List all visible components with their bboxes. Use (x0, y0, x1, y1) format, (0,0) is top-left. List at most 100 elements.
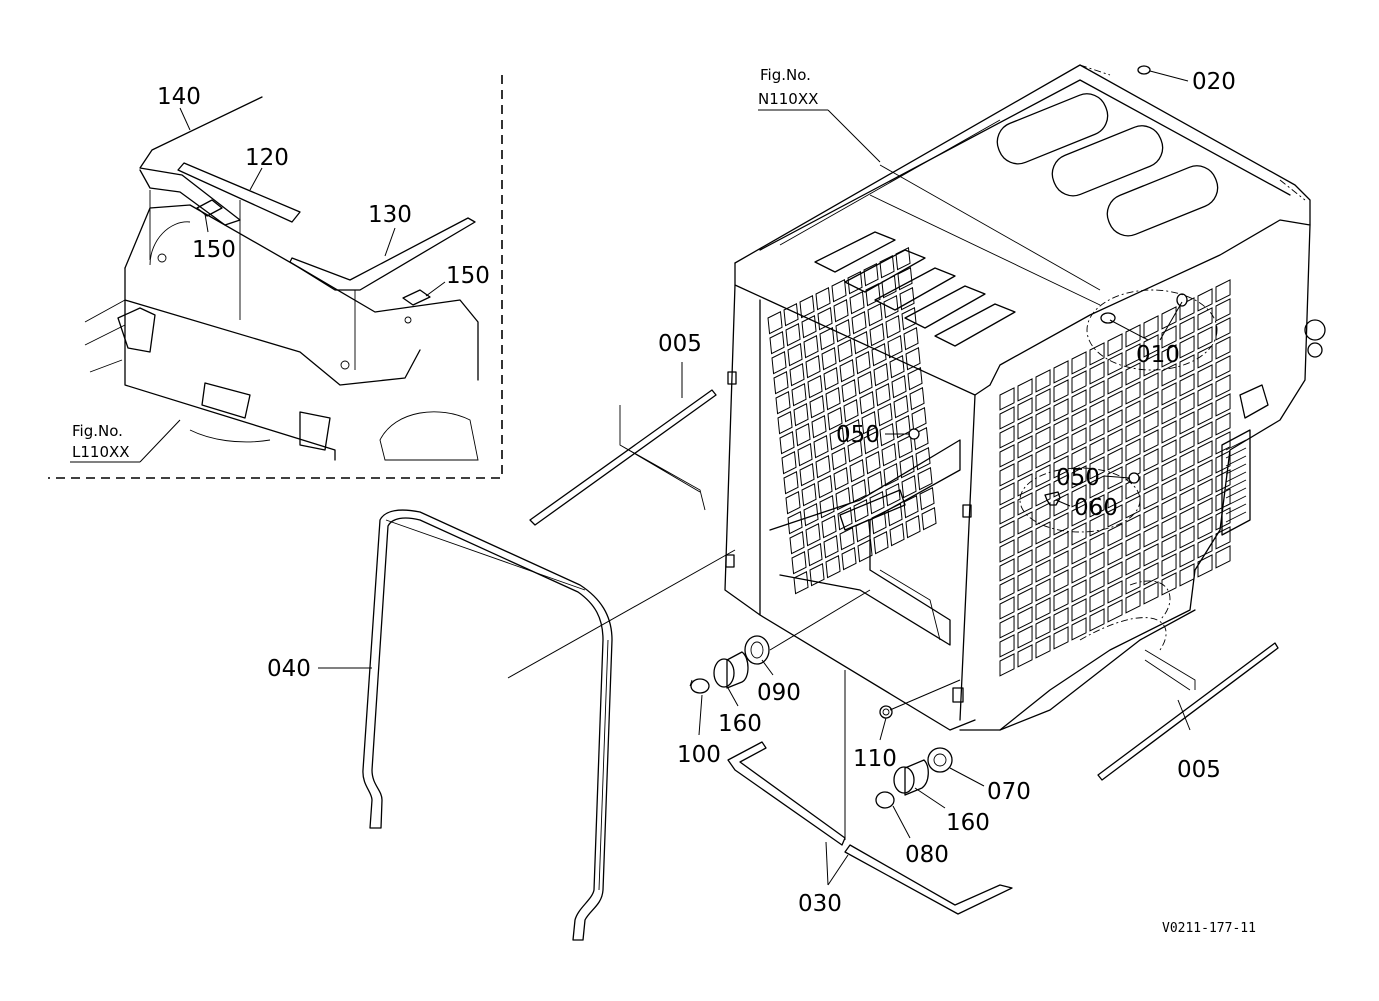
strip-030-left (727, 741, 846, 846)
grille-cell (1197, 459, 1213, 483)
grille-cell (1107, 352, 1123, 376)
grille-cell (783, 470, 799, 495)
grille-cell (863, 262, 879, 287)
grille-cell (827, 406, 843, 431)
grille-cell (1089, 589, 1105, 613)
grille-cell (1161, 382, 1177, 406)
grille-cell (811, 414, 827, 439)
grille-cell (1035, 407, 1051, 431)
grille-cell (783, 302, 799, 327)
grille-cell (1215, 317, 1231, 341)
grille-cell (1107, 447, 1123, 471)
grille-cell (1035, 521, 1051, 545)
loose-parts (362, 65, 1279, 941)
grille-cell (897, 266, 913, 291)
grille-cell (999, 634, 1015, 658)
grille-cell (1017, 416, 1033, 440)
grille-cell (1125, 324, 1141, 348)
grille-cell (815, 286, 831, 311)
pin-060 (1044, 491, 1061, 506)
grille-cell (817, 306, 833, 331)
door-seal-040 (362, 509, 613, 941)
fig-ref-main-line1: Fig.No. (760, 66, 811, 84)
grille-cell (1197, 345, 1213, 369)
grille-cell (1089, 418, 1105, 442)
grille-cell (1071, 522, 1087, 546)
knob-050-b (1128, 472, 1140, 484)
grille-cell (1107, 390, 1123, 414)
callout-110: 110 (853, 746, 897, 772)
grille-cell (819, 326, 835, 351)
grommet-020 (1137, 65, 1151, 75)
grille-cell (1071, 370, 1087, 394)
grille-cell (1071, 408, 1087, 432)
grille-cell (861, 410, 877, 435)
grille-cell (1143, 391, 1159, 415)
grille-cell (805, 354, 821, 379)
grille-cell (1053, 379, 1069, 403)
grille-cell (891, 374, 907, 399)
grille-cell (1143, 543, 1159, 567)
grille-cell (807, 542, 823, 567)
grille-cell (767, 310, 783, 335)
grille-cell (865, 450, 881, 475)
grille-cell (1215, 393, 1231, 417)
grille-cell (1071, 351, 1087, 375)
grille-cell (1125, 419, 1141, 443)
grille-cell (1035, 616, 1051, 640)
grille-cell (999, 482, 1015, 506)
callout-020: 020 (1192, 69, 1236, 95)
grille-cell (1197, 288, 1213, 312)
grille-cell (785, 490, 801, 515)
strip-030-right (844, 844, 1013, 915)
grille-cell (857, 538, 873, 563)
callout-150-right: 150 (446, 263, 490, 289)
grille-cell (1197, 364, 1213, 388)
grille-cell (1017, 568, 1033, 592)
grille-cell (879, 422, 895, 447)
grille-cell (999, 653, 1015, 677)
callout-005-left: 005 (658, 331, 702, 357)
inset-slot (201, 382, 251, 419)
grille-cell (1197, 402, 1213, 426)
grille-cell (911, 406, 927, 431)
grille-cell (1071, 465, 1087, 489)
grommet-010-b (1176, 293, 1188, 307)
grille-cell (1107, 428, 1123, 452)
grille-cell (1071, 484, 1087, 508)
grille-cell (823, 534, 839, 559)
grille-cell (773, 370, 789, 395)
strip-005-left (529, 389, 717, 526)
inset-corner-part (379, 411, 479, 461)
grille-cell (1179, 392, 1195, 416)
grille-cell (1107, 542, 1123, 566)
fig-ref-inset-line1: Fig.No. (72, 422, 123, 440)
grille-cell (1071, 541, 1087, 565)
grille-cell (1017, 378, 1033, 402)
grille-cell (919, 486, 935, 511)
grille-cell (1089, 361, 1105, 385)
grille-cell (775, 390, 791, 415)
callout-130: 130 (368, 202, 412, 228)
grille-cell (1179, 544, 1195, 568)
grille-cell (1017, 530, 1033, 554)
grille-cell (793, 402, 809, 427)
grille-cell (1017, 587, 1033, 611)
grille-cell (1125, 438, 1141, 462)
grille-cell (1161, 553, 1177, 577)
grille-cell (883, 294, 899, 319)
grille-cell (1179, 563, 1195, 587)
grille-cell (869, 490, 885, 515)
grille-cell (1179, 411, 1195, 435)
grille-cell (1035, 597, 1051, 621)
grille-cell (843, 398, 859, 423)
roof-windows (996, 93, 1219, 237)
grille-cell (1125, 514, 1141, 538)
grille-cell (905, 514, 921, 539)
grille-cell (921, 506, 937, 531)
grille-cell (853, 330, 869, 355)
inset-panel-edge (124, 299, 421, 386)
grille-cell (901, 306, 917, 331)
grille-cell (1089, 342, 1105, 366)
grille-cell (873, 530, 889, 555)
